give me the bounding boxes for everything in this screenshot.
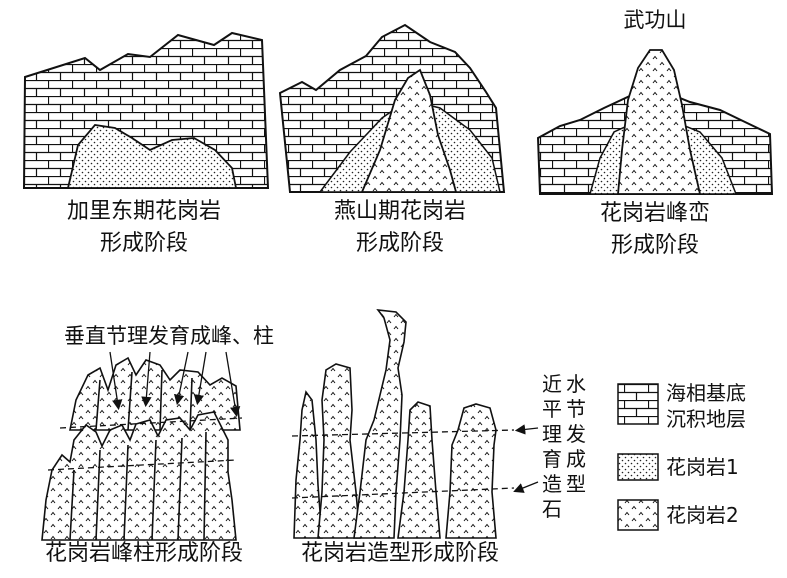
stage4-arrow — [193, 351, 207, 406]
stage4-arrow — [109, 351, 123, 411]
stage3-peak-name: 武功山 — [623, 8, 687, 32]
stage1-granite-1 — [66, 124, 238, 189]
stage3-caption-line2: 形成阶段 — [610, 233, 699, 258]
stage4-back-pillars — [69, 356, 241, 431]
stage5-rock-4 — [397, 401, 441, 539]
stage5-arrow — [513, 481, 539, 493]
stage4-arrow — [173, 351, 189, 406]
stage4-panel — [41, 351, 243, 541]
legend-label-strata-line2: 沉积地层 — [666, 407, 746, 431]
stage5-rock-1 — [293, 390, 323, 539]
stage5-joint-lines — [291, 429, 515, 499]
legend-label-granite-2: 花岗岩2 — [666, 503, 739, 527]
stage4-pillar-gaps — [69, 369, 207, 541]
stage5-annotation-col2: 水 节 发 成 型 — [566, 372, 586, 496]
stage3-caption-line1: 花岗岩峰峦 — [599, 201, 710, 226]
stage2-panel — [278, 23, 506, 193]
stage4-caption: 花岗岩峰柱形成阶段 — [44, 541, 243, 566]
stage4-arrow — [141, 351, 152, 408]
stage5-caption: 花岗岩造型形成阶段 — [300, 541, 499, 566]
legend-swatch-chevrons — [617, 499, 659, 531]
legend-label-granite-1: 花岗岩1 — [666, 455, 739, 479]
stage3-granite-2 — [617, 49, 702, 195]
stage4-front-pillars — [41, 411, 237, 541]
stage4-joint-lines — [47, 417, 243, 471]
stage2-caption-line2: 形成阶段 — [355, 231, 444, 256]
stage2-granite-2 — [360, 68, 458, 193]
stage1-panel — [22, 31, 270, 189]
stage2-caption-line1: 燕山期花岗岩 — [333, 199, 466, 224]
stage4-annotation: 垂直节理发育成峰、柱 — [64, 324, 274, 348]
stage5-rock-3 — [353, 309, 407, 539]
stage1-caption-line2: 形成阶段 — [99, 231, 188, 256]
stage5-annotation-col1: 近 平 理 育 造 石 — [542, 372, 562, 521]
legend-label-strata-line1: 海相基底 — [666, 381, 746, 405]
stage3-panel — [536, 49, 774, 195]
stage5-rock-5 — [445, 403, 497, 539]
stage1-caption-line1: 加里东期花岗岩 — [66, 199, 221, 224]
stage4-arrow — [225, 351, 241, 418]
stage5-rock-2 — [317, 363, 361, 539]
stage5-arrow — [514, 424, 539, 435]
legend-swatch-dots — [617, 453, 659, 481]
stage5-panel — [291, 309, 539, 539]
legend-swatch-brick — [617, 383, 659, 425]
